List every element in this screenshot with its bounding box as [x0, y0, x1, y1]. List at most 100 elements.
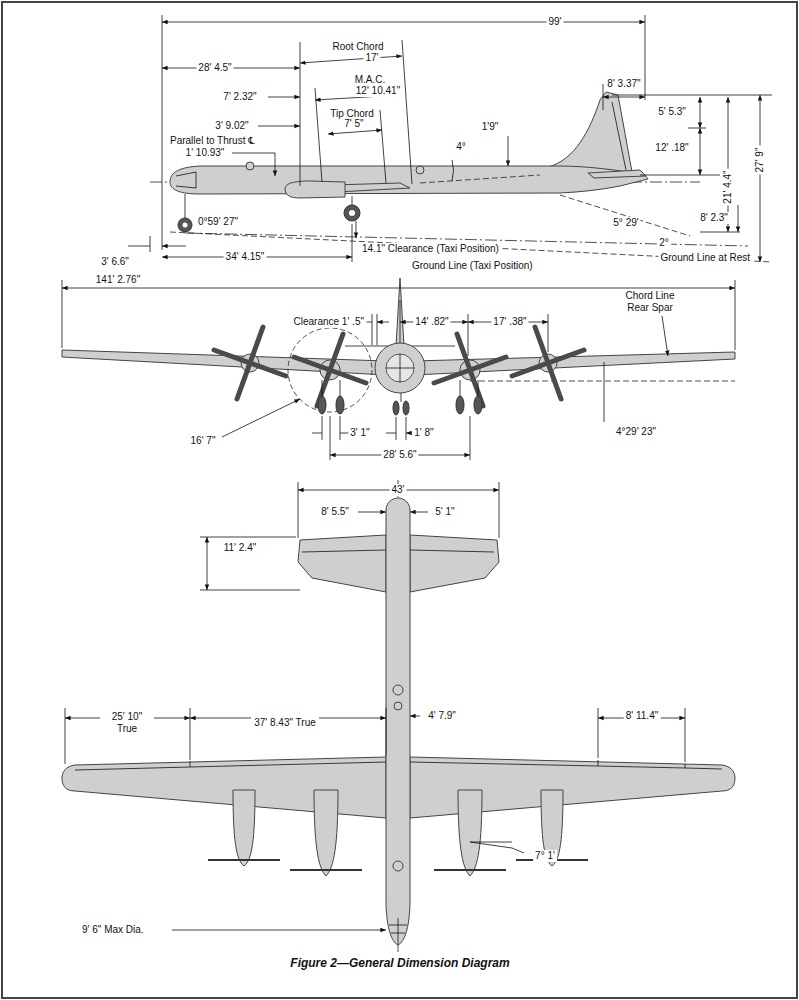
- leader-line: [172, 930, 386, 931]
- dimension-label: 21' 4.4": [722, 168, 734, 205]
- main-wheel: [456, 396, 464, 414]
- dimension-line: [207, 537, 208, 590]
- dimension-label: 1'9": [480, 121, 501, 133]
- dimension-label: 3' 6.6": [99, 256, 131, 268]
- dimension-label: 5' 5.3": [656, 106, 688, 118]
- propeller: [294, 334, 366, 406]
- propeller: [214, 327, 286, 399]
- dimension-label: 25' 10" True: [100, 711, 154, 735]
- dimension-label: 4°: [454, 141, 468, 153]
- turret: [394, 702, 402, 710]
- dimension-label: 0°59' 27": [196, 216, 240, 228]
- nose-glazing: [389, 918, 407, 944]
- dimension-label: 3' 9.02": [213, 120, 250, 132]
- dimension-label: 7° 1': [533, 850, 557, 862]
- main-wheel: [336, 396, 344, 414]
- turret: [393, 861, 403, 871]
- dimension-line: [162, 22, 645, 23]
- fuselage-top: [386, 498, 410, 945]
- nose-gear-strut: [185, 194, 186, 219]
- dimension-line: [700, 128, 701, 175]
- dimension-label: 7' 2.32": [221, 91, 258, 103]
- tail-angle-line: [560, 195, 690, 236]
- main-wheel: [474, 396, 482, 414]
- angle-line: [470, 842, 524, 853]
- gear-strut: [322, 380, 478, 402]
- stabilizer-right: [410, 535, 499, 592]
- dimension-line: [700, 97, 701, 128]
- nose-wheel: [393, 401, 399, 415]
- dimension-label: 3' 1": [348, 427, 371, 439]
- dimension-label: 4' 7.9": [426, 710, 458, 722]
- dimension-label: 43': [389, 484, 406, 496]
- leader-line: [604, 362, 605, 422]
- leader-line: [222, 399, 300, 437]
- dimension-label: 28' 5.6": [381, 449, 418, 461]
- clearance-arrow: [356, 221, 357, 238]
- angle-arc: [452, 160, 454, 181]
- nacelle-top: [314, 790, 338, 876]
- extension-line: [162, 15, 645, 250]
- figure-caption: Figure 2—General Dimension Diagram: [288, 956, 511, 970]
- dimension-label: 27' 9": [754, 146, 766, 175]
- dimension-line: [738, 205, 739, 232]
- nacelle-top: [233, 790, 255, 866]
- dimension-label: 11' 2.4": [222, 542, 259, 554]
- dimension-label: 5' 1": [433, 506, 456, 518]
- dimension-label: 34' 4.15": [224, 251, 267, 263]
- extension-line: [612, 95, 772, 175]
- dimension-label: 28' 4.5": [196, 62, 233, 74]
- dimension-line: [358, 512, 386, 513]
- dimension-line: [508, 136, 509, 166]
- dimension-line: [258, 126, 300, 127]
- dimension-line: [232, 153, 275, 176]
- main-wheel: [318, 396, 326, 414]
- dimension-label: 5° 29': [611, 217, 640, 229]
- wheel-hub: [349, 210, 355, 216]
- extension-line: [352, 224, 353, 262]
- dimension-line: [268, 97, 300, 98]
- stabilizer-left: [298, 535, 386, 592]
- dimension-label: Parallel to Thrust ℄: [168, 135, 257, 147]
- nose-wheel: [178, 218, 192, 232]
- extension-line: [150, 236, 151, 252]
- nacelle-top: [458, 790, 482, 876]
- dimension-line: [410, 512, 428, 513]
- propeller-disc: [288, 328, 372, 412]
- leader-line: [662, 316, 668, 356]
- horizontal-stabilizer-side: [588, 170, 646, 178]
- dimension-label: 14' .82": [413, 316, 450, 328]
- dimension-label: 7' 5": [342, 118, 365, 130]
- dimension-label: 14.1" Clearance (Taxi Position): [360, 243, 501, 255]
- vertical-tail: [548, 92, 632, 172]
- extension-line: [603, 84, 604, 110]
- dimension-label: 17': [363, 52, 380, 64]
- tip-chord-line: [328, 130, 382, 134]
- dimension-line: [62, 288, 735, 289]
- dimension-label: 1' 8": [412, 427, 435, 439]
- extension-line: [200, 537, 300, 590]
- angle-reference: [420, 175, 540, 183]
- fuselage-front: [375, 343, 425, 393]
- dimension-line: [410, 716, 420, 717]
- dimension-label: 8' 5.5": [319, 506, 351, 518]
- dimension-label: Chord Line Rear Spar: [617, 290, 683, 314]
- glazing-frame: [386, 354, 414, 382]
- extension-line: [300, 40, 412, 186]
- main-wheel: [344, 205, 360, 221]
- dimension-label: Ground Line at Rest: [659, 252, 753, 264]
- extension-line: [372, 300, 548, 356]
- dimension-label: 16' 7": [189, 435, 218, 447]
- dimension-label: 12' .18": [653, 142, 690, 154]
- propeller-edge: [208, 860, 588, 870]
- dimension-label: 2°: [657, 237, 671, 249]
- dimension-line: [603, 97, 645, 98]
- dimension-label: Clearance 1' .5": [292, 316, 367, 328]
- turret: [246, 162, 254, 170]
- rudder-line: [612, 102, 626, 170]
- dihedral-reference: [470, 381, 735, 382]
- dimension-label: Ground Line (Taxi Position): [410, 260, 535, 272]
- dimension-line: [128, 246, 186, 247]
- extension-line: [322, 416, 470, 460]
